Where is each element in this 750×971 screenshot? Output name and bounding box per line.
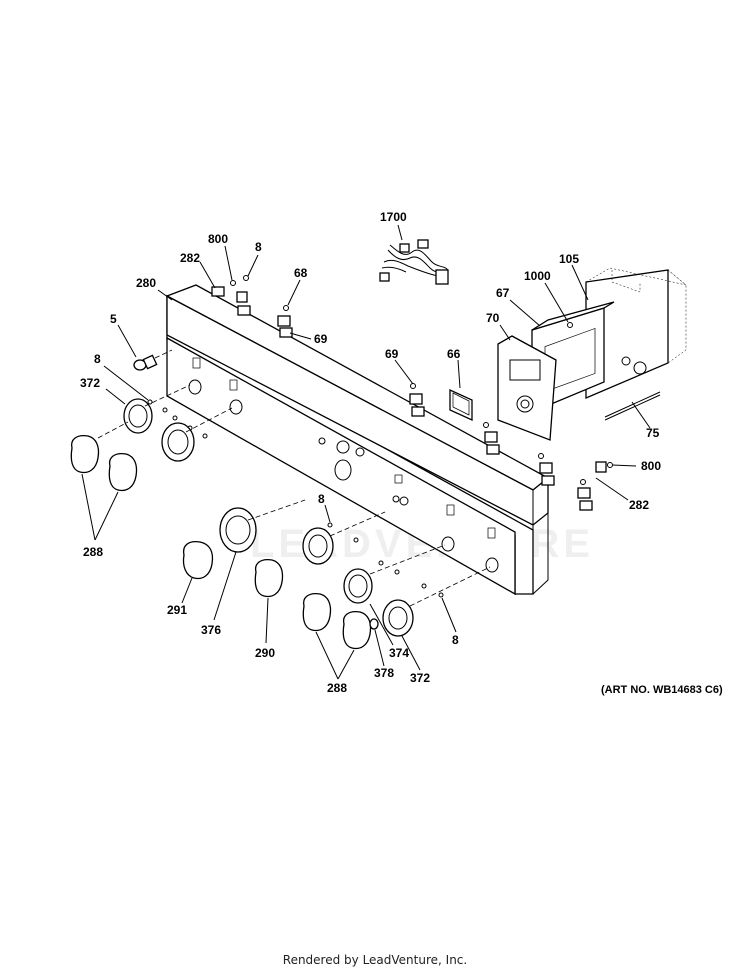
screws (147, 275, 613, 598)
igniter-switch (133, 349, 173, 371)
knobs (70, 434, 379, 650)
callout-291: 291 (167, 603, 187, 617)
bezels (123, 398, 414, 637)
callout-69-upper: 69 (314, 332, 328, 346)
control-box (449, 301, 615, 441)
wire-harness (379, 239, 449, 285)
callout-378: 378 (374, 666, 394, 680)
brackets (211, 286, 607, 511)
callout-374: 374 (389, 646, 409, 660)
callout-labels: 1700 800 8 282 68 280 105 1000 67 5 69 7… (80, 210, 661, 695)
callout-1700: 1700 (380, 210, 407, 224)
callout-372-bottom: 372 (410, 671, 430, 685)
art-number: (ART NO. WB14683 C6) (601, 684, 723, 696)
callout-8-left: 8 (94, 352, 101, 366)
callout-69-lower: 69 (385, 347, 399, 361)
callout-67: 67 (496, 286, 510, 300)
callout-70: 70 (486, 311, 500, 325)
callout-68: 68 (294, 266, 308, 280)
callout-1000: 1000 (524, 269, 551, 283)
callout-66: 66 (447, 347, 461, 361)
control-panel (165, 284, 550, 596)
callout-8-bottom: 8 (452, 633, 459, 647)
callout-290: 290 (255, 646, 275, 660)
control-board (585, 267, 687, 421)
callout-282-top: 282 (180, 251, 200, 265)
callout-8-top: 8 (255, 240, 262, 254)
leader-lines (81, 224, 651, 680)
callout-282-right: 282 (629, 498, 649, 512)
exploded-lines (97, 384, 491, 607)
callout-372-left: 372 (80, 376, 100, 390)
panel-switches (318, 437, 409, 506)
callout-105: 105 (559, 252, 579, 266)
callout-75: 75 (646, 426, 660, 440)
callout-8-middle: 8 (318, 492, 325, 506)
callout-800-top: 800 (208, 232, 228, 246)
callout-288-bottom: 288 (327, 681, 347, 695)
callout-280: 280 (136, 276, 156, 290)
callout-5: 5 (110, 312, 117, 326)
callout-288-left: 288 (83, 545, 103, 559)
footer-credit: Rendered by LeadVenture, Inc. (282, 953, 468, 967)
callout-376: 376 (201, 623, 221, 637)
callout-800-right: 800 (641, 459, 661, 473)
